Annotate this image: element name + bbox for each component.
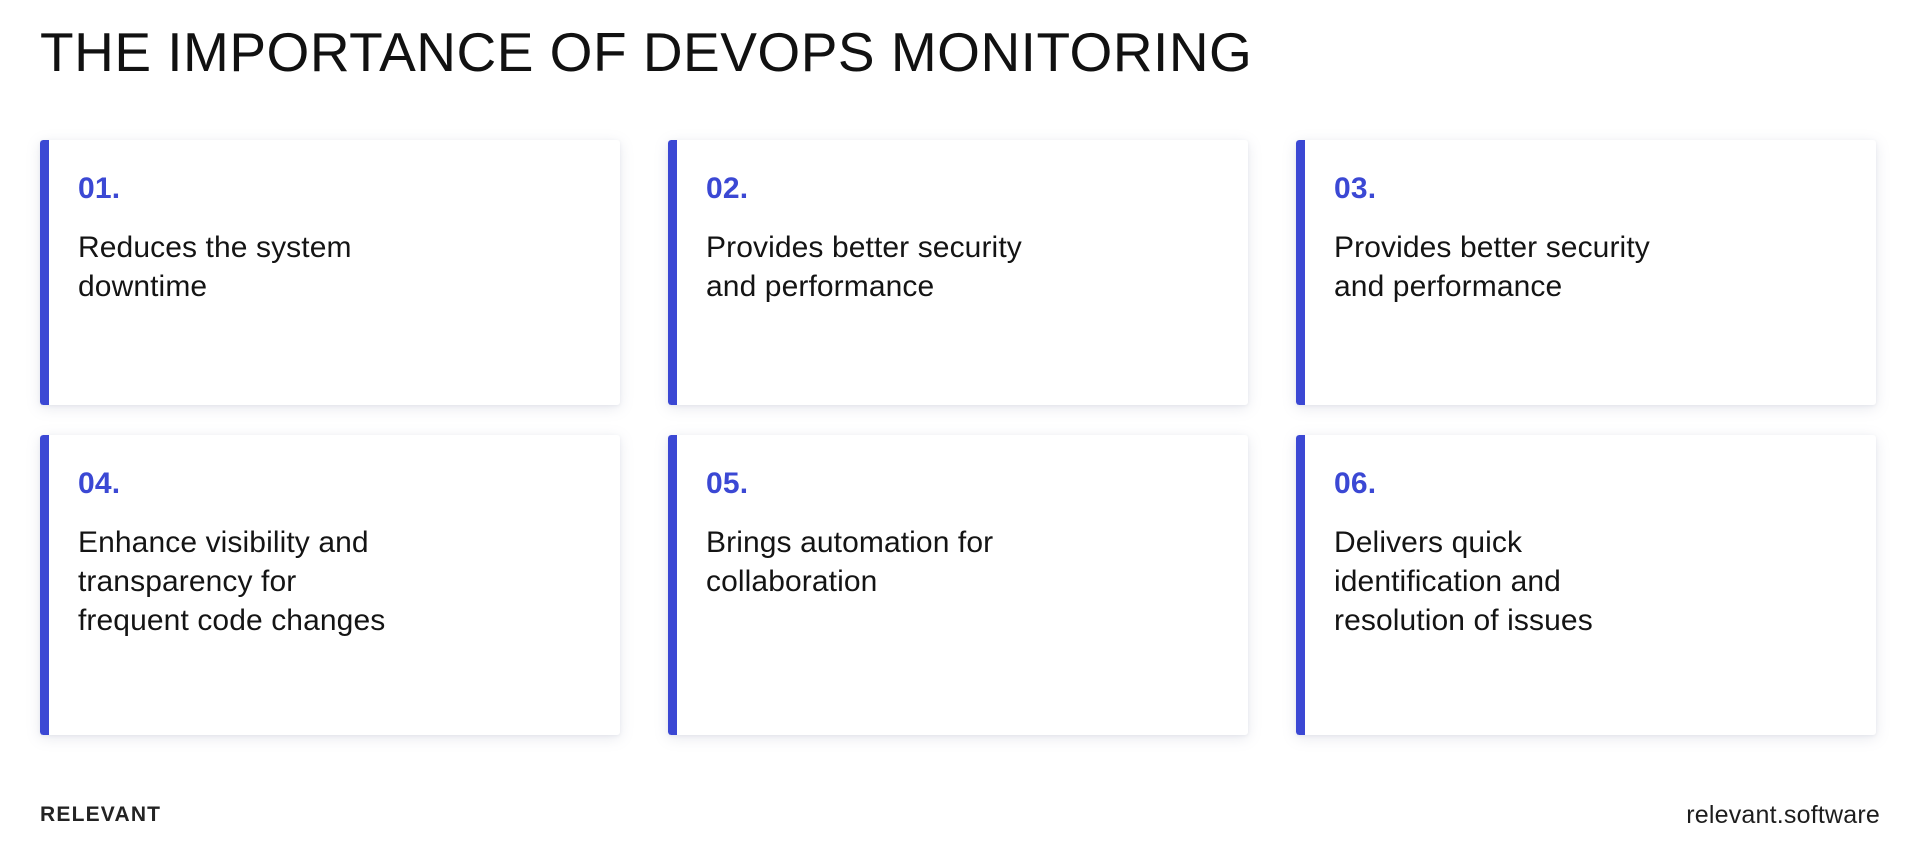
card-text: Brings automation for collaboration xyxy=(706,526,994,598)
benefit-card-05[interactable]: 05. Brings automation for collaboration xyxy=(668,435,1248,735)
benefit-card-01[interactable]: 01. Reduces the system downtime xyxy=(40,140,620,405)
benefit-card-04[interactable]: 04. Enhance visibility and transparency … xyxy=(40,435,620,735)
card-number: 06. xyxy=(1334,467,1377,500)
footer: RELEVANT relevant.software xyxy=(0,780,1920,850)
card-text: Provides better security and performance xyxy=(1334,231,1650,303)
brand-logo: RELEVANT xyxy=(40,803,162,826)
card-number: 04. xyxy=(78,467,121,500)
accent-bar-icon xyxy=(40,435,49,735)
card-number: 05. xyxy=(706,467,749,500)
card-text: Delivers quick identification and resolu… xyxy=(1334,526,1593,637)
accent-bar-icon xyxy=(1296,435,1305,735)
accent-bar-icon xyxy=(668,140,677,405)
benefit-card-03[interactable]: 03. Provides better security and perform… xyxy=(1296,140,1876,405)
card-number: 01. xyxy=(78,172,121,205)
accent-bar-icon xyxy=(668,435,677,735)
benefit-card-06[interactable]: 06. Delivers quick identification and re… xyxy=(1296,435,1876,735)
accent-bar-icon xyxy=(40,140,49,405)
benefit-card-02[interactable]: 02. Provides better security and perform… xyxy=(668,140,1248,405)
website-url[interactable]: relevant.software xyxy=(1686,800,1880,829)
card-text: Provides better security and performance xyxy=(706,231,1022,303)
card-number: 02. xyxy=(706,172,749,205)
card-text: Reduces the system downtime xyxy=(78,231,352,303)
card-number: 03. xyxy=(1334,172,1377,205)
card-grid: 01. Reduces the system downtime 02. Prov… xyxy=(40,140,1876,735)
card-text: Enhance visibility and transparency for … xyxy=(78,526,386,637)
accent-bar-icon xyxy=(1296,140,1305,405)
page-title: THE IMPORTANCE OF DEVOPS MONITORING xyxy=(40,21,1253,83)
